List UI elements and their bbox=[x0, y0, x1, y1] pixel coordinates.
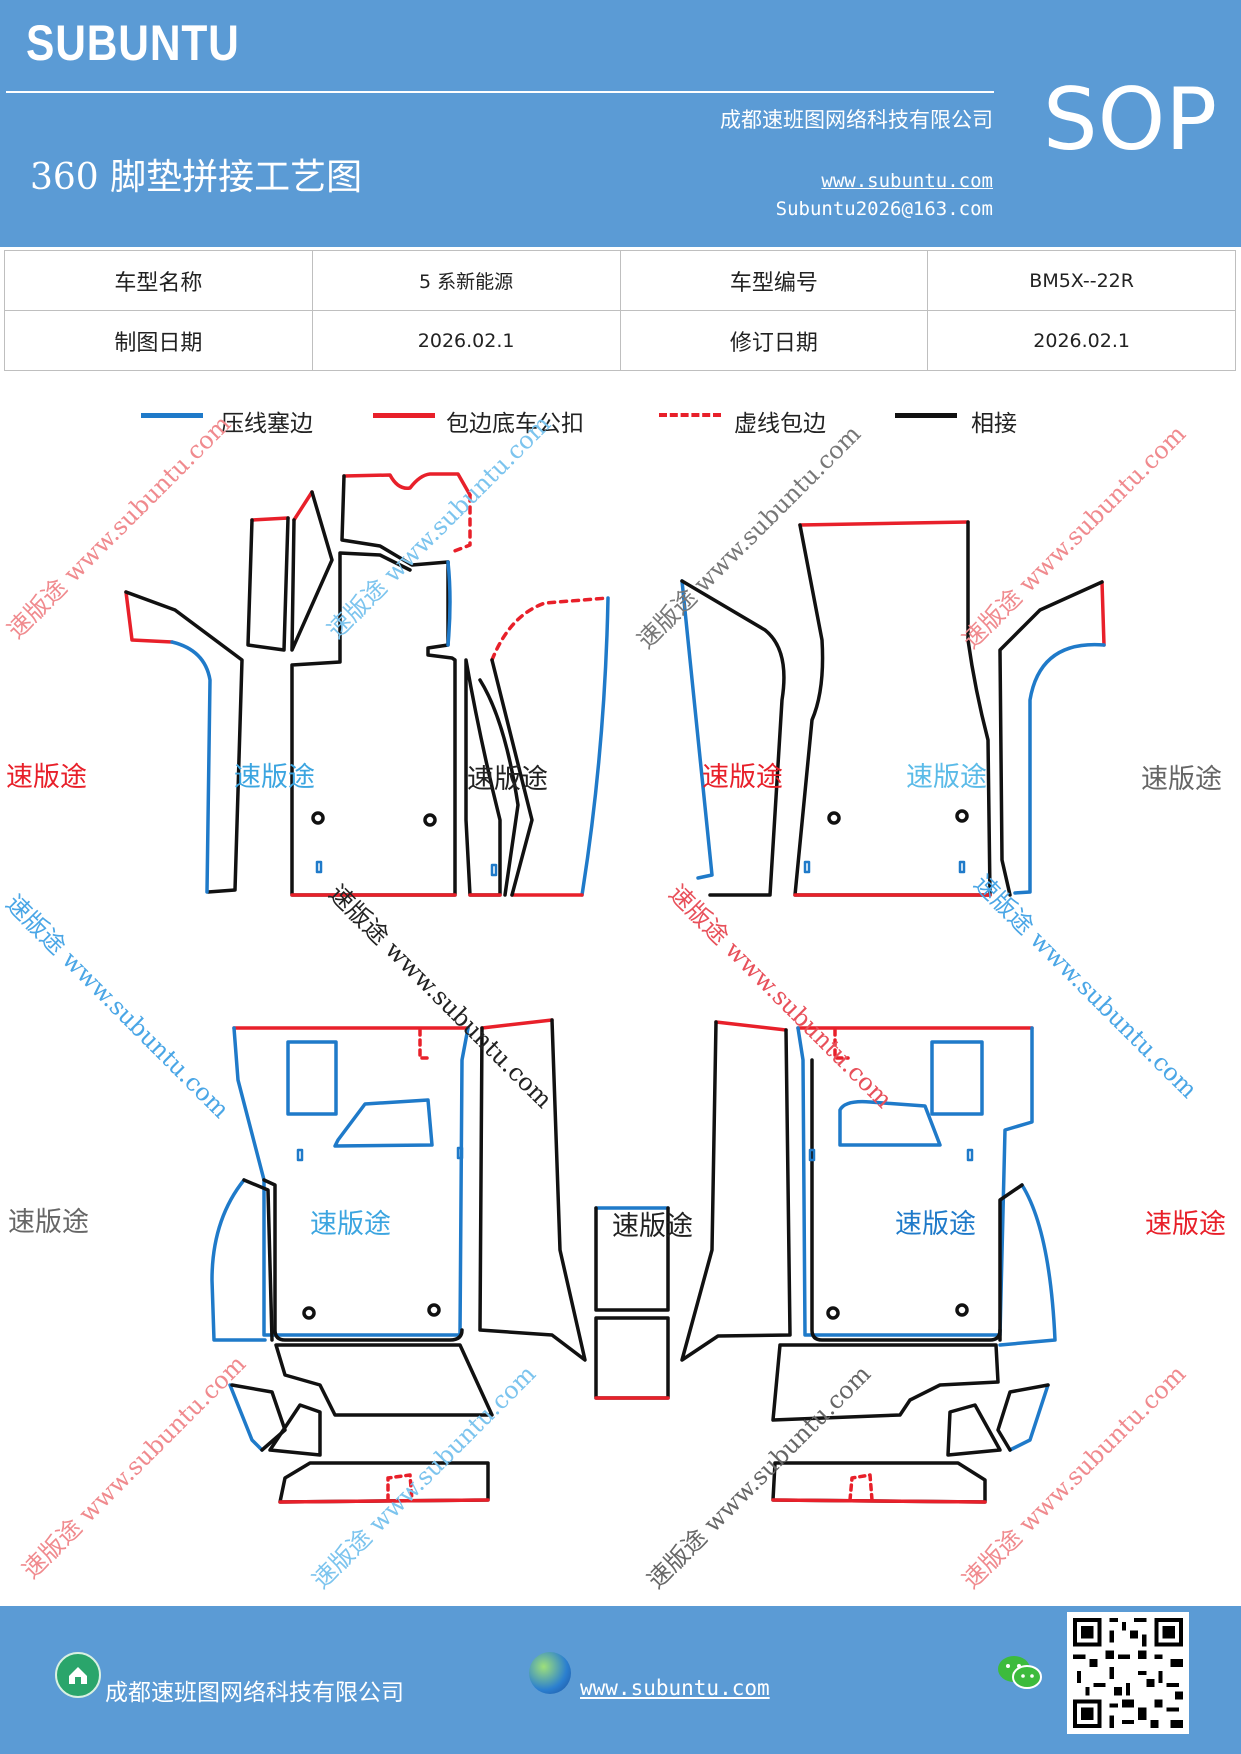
draw-date-value: 2026.02.1 bbox=[311, 310, 621, 371]
mat-piece bbox=[680, 579, 786, 897]
mat-piece bbox=[490, 596, 610, 897]
piece-label: 速版途 bbox=[702, 762, 783, 793]
footer-company: 成都速班图网络科技有限公司 bbox=[105, 1680, 404, 1706]
legend-label: 虚线包边 bbox=[734, 411, 826, 437]
piece-label: 速版途 bbox=[1141, 764, 1222, 795]
header-divider bbox=[6, 91, 994, 93]
model-code-value: BM5X--22R bbox=[927, 250, 1236, 311]
footer-website-link[interactable]: www.subuntu.com bbox=[580, 1676, 770, 1700]
website-link[interactable]: www.subuntu.com bbox=[821, 170, 993, 192]
mat-piece bbox=[793, 520, 992, 897]
piece-label: 速版途 bbox=[8, 1207, 89, 1238]
legend-label: 压线塞边 bbox=[221, 411, 313, 437]
model-name-value: 5 系新能源 bbox=[311, 250, 621, 311]
email-address: Subuntu2026@163.com bbox=[775, 198, 993, 220]
piece-label: 速版途 bbox=[1145, 1209, 1226, 1240]
mat-diagram bbox=[124, 472, 1106, 1504]
brand-logo: SUBUNTU bbox=[26, 15, 240, 71]
mat-piece bbox=[594, 1206, 670, 1400]
home-icon bbox=[55, 1652, 101, 1698]
mat-piece bbox=[210, 1178, 274, 1342]
home-icon-glyph bbox=[69, 1667, 87, 1684]
company-name: 成都速班图网络科技有限公司 bbox=[720, 108, 993, 132]
table-row: 车型名称 5 系新能源 车型编号 BM5X--22R bbox=[4, 250, 1236, 311]
qr-code-glyph bbox=[1069, 1614, 1187, 1732]
table-row: 制图日期 2026.02.1 修订日期 2026.02.1 bbox=[4, 310, 1236, 371]
piece-label: 速版途 bbox=[612, 1211, 693, 1242]
mat-piece bbox=[290, 472, 472, 897]
piece-label: 速版途 bbox=[310, 1209, 391, 1240]
revise-date-value: 2026.02.1 bbox=[927, 310, 1236, 371]
mat-piece bbox=[478, 1018, 587, 1362]
revise-date-label: 修订日期 bbox=[619, 310, 929, 371]
mat-piece bbox=[771, 1461, 987, 1504]
legend-label: 相接 bbox=[971, 411, 1017, 437]
mat-piece bbox=[232, 1026, 470, 1342]
piece-label: 速版途 bbox=[906, 762, 987, 793]
legend-swatch-black bbox=[895, 413, 957, 418]
mat-piece bbox=[998, 580, 1106, 897]
page-title: 360 脚垫拼接工艺图 bbox=[30, 157, 363, 198]
piece-label: 速版途 bbox=[6, 762, 87, 793]
mat-piece bbox=[998, 1183, 1057, 1347]
piece-label: 速版途 bbox=[895, 1209, 976, 1240]
mat-piece bbox=[228, 1343, 494, 1457]
doc-type-badge: SOP bbox=[1043, 70, 1218, 170]
mat-piece bbox=[680, 1020, 792, 1362]
globe-icon bbox=[529, 1652, 571, 1694]
header-banner bbox=[0, 0, 1241, 247]
legend-swatch-red bbox=[373, 413, 435, 418]
wechat-icon[interactable] bbox=[996, 1653, 1044, 1693]
info-table: 车型名称 5 系新能源 车型编号 BM5X--22R 制图日期 2026.02.… bbox=[4, 250, 1236, 371]
mat-piece bbox=[796, 1026, 1034, 1342]
mat-piece bbox=[464, 658, 520, 897]
mat-piece bbox=[246, 516, 290, 652]
mat-piece bbox=[278, 1461, 490, 1504]
legend-swatch-red-dashed bbox=[659, 413, 721, 417]
mat-piece bbox=[290, 490, 334, 652]
model-name-label: 车型名称 bbox=[4, 250, 313, 311]
legend-swatch-blue bbox=[141, 413, 203, 418]
legend-label: 包边底车公扣 bbox=[446, 411, 584, 437]
mat-piece bbox=[771, 1343, 1050, 1457]
mat-piece bbox=[124, 590, 244, 894]
piece-label: 速版途 bbox=[467, 764, 548, 795]
model-code-label: 车型编号 bbox=[619, 250, 929, 311]
piece-label: 速版途 bbox=[234, 762, 315, 793]
draw-date-label: 制图日期 bbox=[4, 310, 313, 371]
qr-code-icon[interactable] bbox=[1067, 1612, 1189, 1734]
